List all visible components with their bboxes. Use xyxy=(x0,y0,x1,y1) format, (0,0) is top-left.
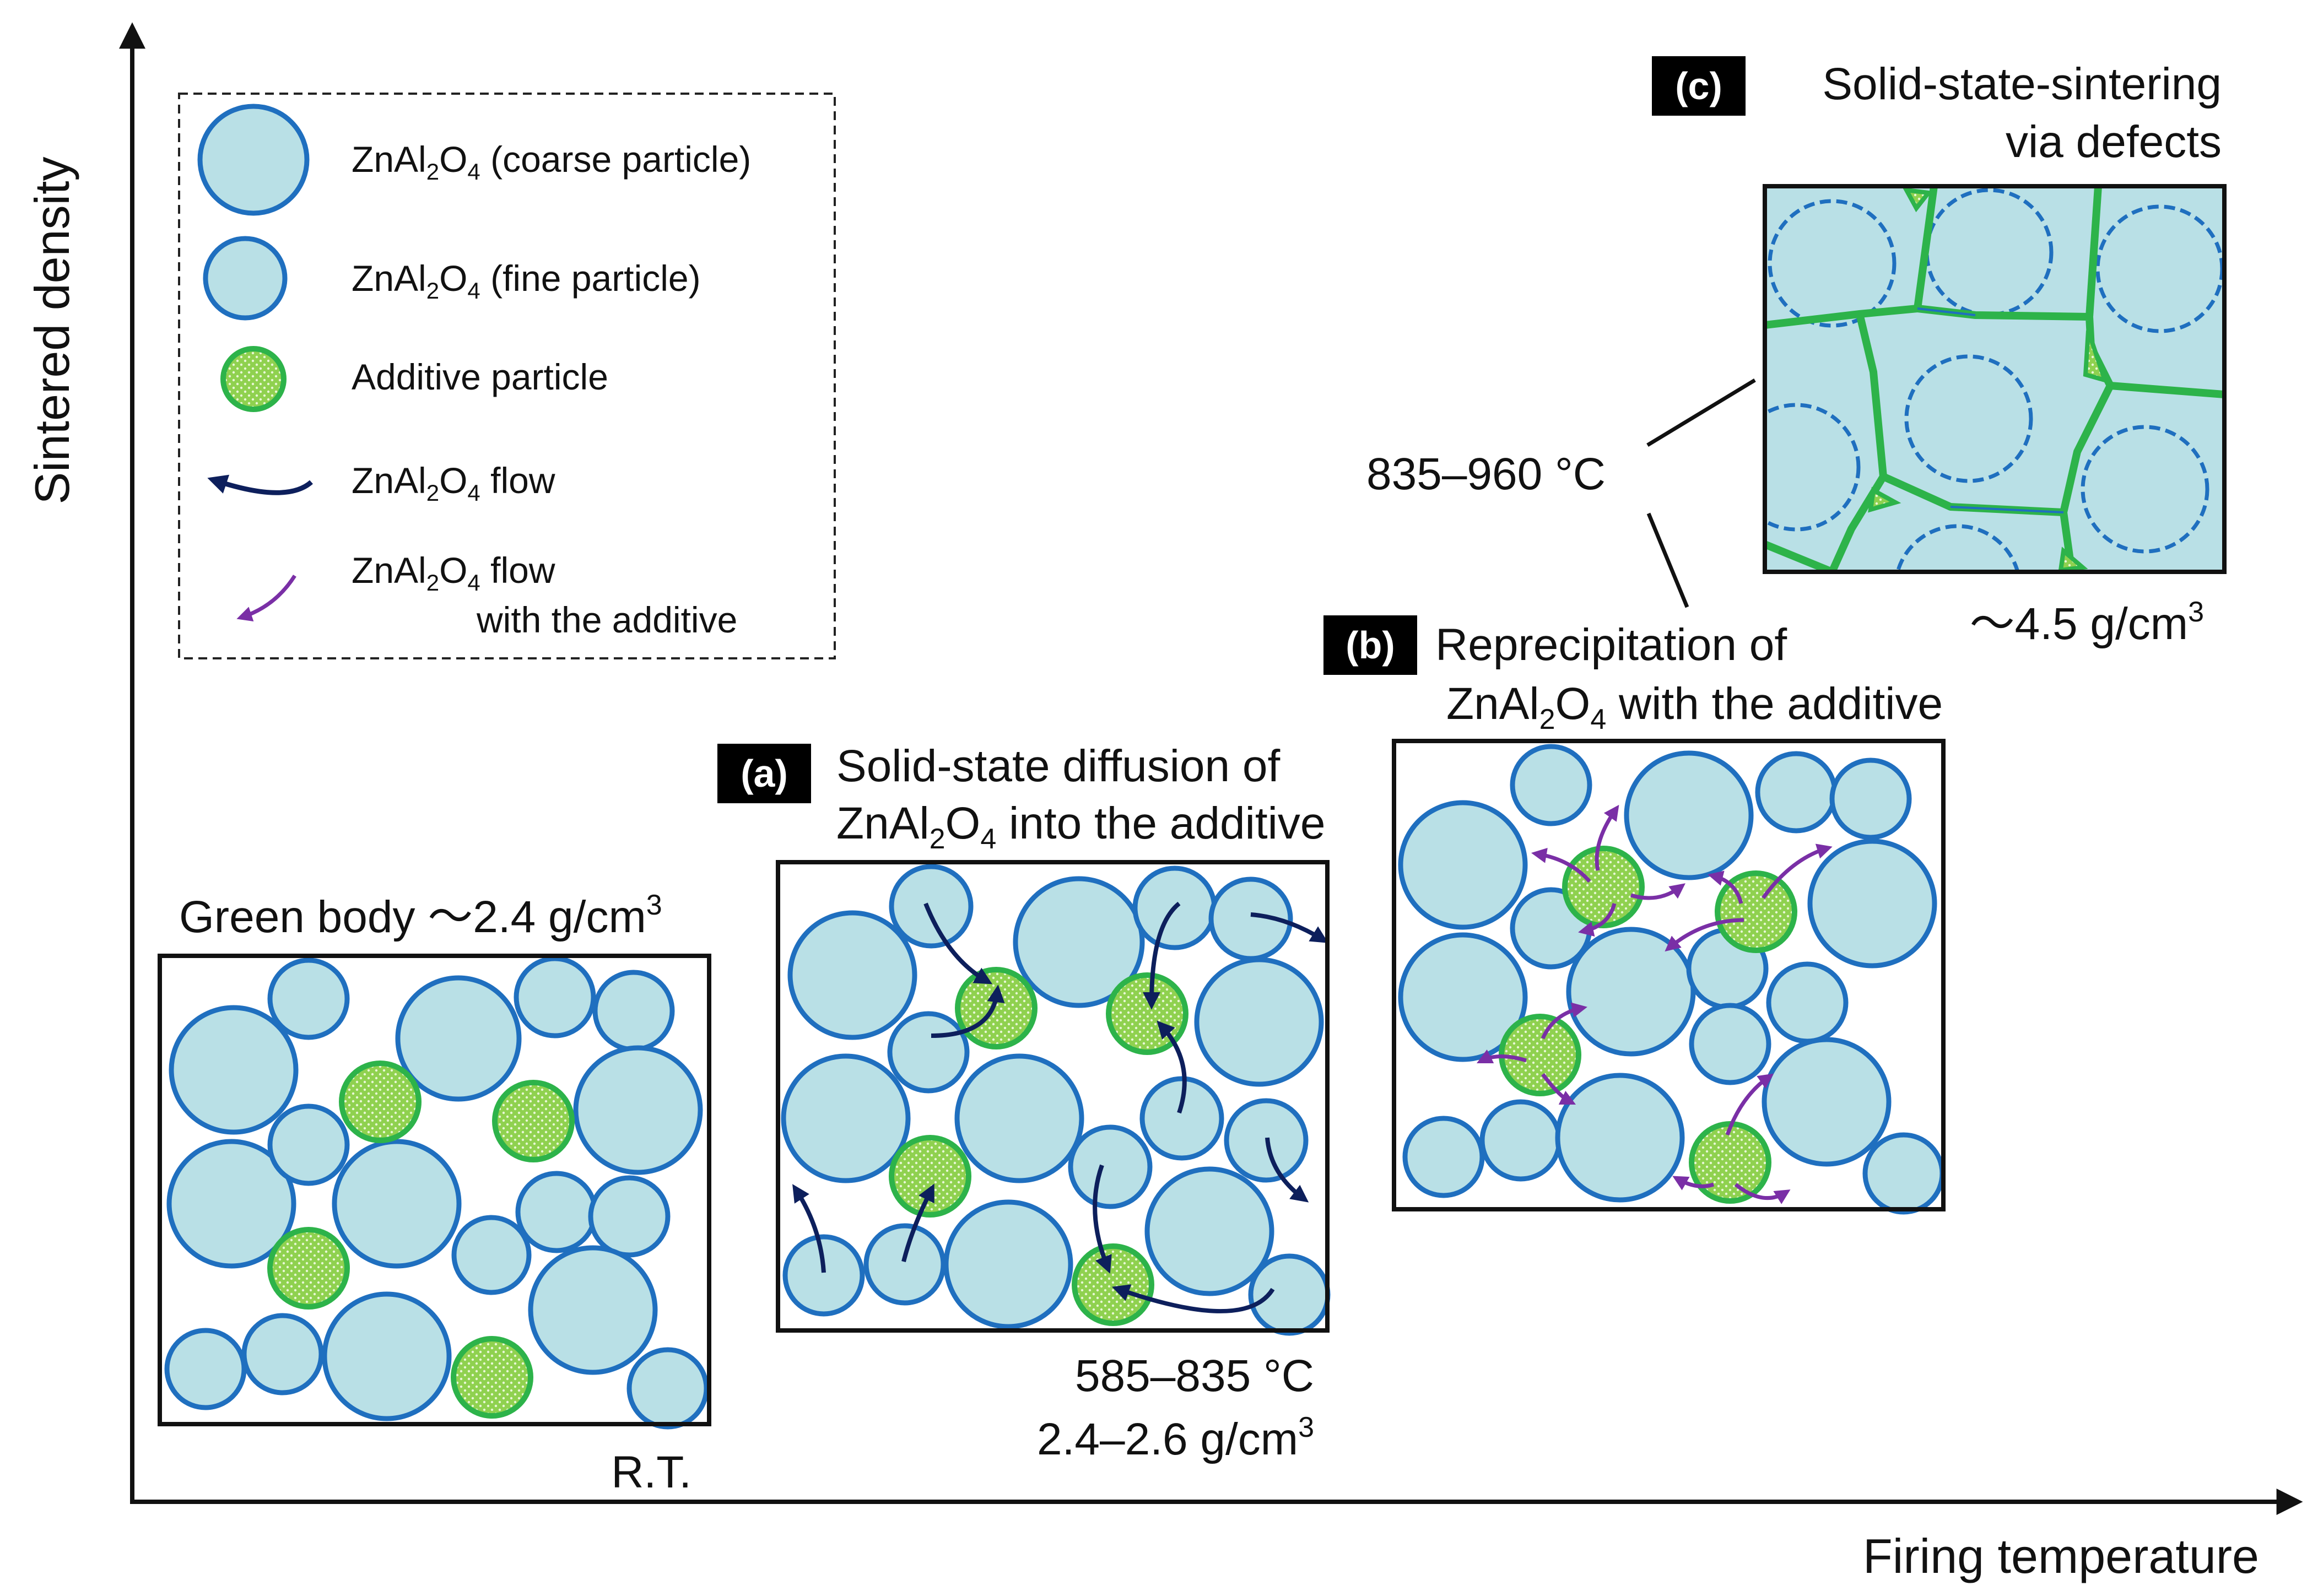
legend-flow-additive-label: ZnAl2O4 flow xyxy=(352,550,555,596)
legend-additive-label: Additive particle xyxy=(352,356,608,397)
legend-frame xyxy=(178,93,836,659)
panel-c-thin-boundaries xyxy=(1917,307,2064,513)
y-axis-title: Sintered density xyxy=(25,156,79,504)
panel-c-background xyxy=(1765,186,2224,572)
panel-bc-temp: 835–960 °C xyxy=(1366,449,1606,499)
badge-b-label: (b) xyxy=(1346,624,1395,667)
panel-c: (c) Solid-state-sintering via defects xyxy=(1652,56,2227,649)
panel-a: (a) Solid-state diffusion of ZnAl2O4 int… xyxy=(717,741,1331,1464)
legend-fine-particle-icon xyxy=(203,236,288,321)
panel-a-temp: 585–835 °C xyxy=(1075,1351,1314,1401)
panel-c-frame xyxy=(1763,184,2227,574)
green-body-additives xyxy=(267,1061,575,1419)
panel-a-frame xyxy=(776,860,1330,1333)
legend-additive-particle-icon xyxy=(220,346,287,412)
panel-b-flow-arrows xyxy=(1476,804,1833,1204)
green-body-particles xyxy=(164,956,709,1430)
badge-a xyxy=(717,744,811,803)
panel-b-title-line1: Reprecipitation of xyxy=(1435,620,1787,670)
legend-flow-arrow-icon xyxy=(207,474,313,495)
green-body-temp: R.T. xyxy=(611,1447,691,1497)
panel-b-frame xyxy=(1392,739,1946,1211)
axes: Sintered density Firing temperature xyxy=(25,22,2303,1583)
panel-b: (b) Reprecipitation of ZnAl2O4 with the … xyxy=(1323,615,1946,1215)
panel-green-body: Green body ～2.4 g/cm3 R. xyxy=(158,889,711,1497)
panel-a-title-line2: ZnAl2O4 into the additive xyxy=(836,798,1325,855)
panel-a-particles xyxy=(781,864,1331,1336)
panel-c-additive-pockets xyxy=(1868,187,2109,572)
panel-b-particles xyxy=(1398,744,1945,1215)
leader-line-to-c xyxy=(1646,378,1756,447)
green-body-frame xyxy=(158,954,711,1426)
badge-a-label: (a) xyxy=(741,752,788,795)
legend-flow-label: ZnAl2O4 flow xyxy=(352,460,555,506)
panel-a-title-line1: Solid-state diffusion of xyxy=(836,741,1281,791)
bc-temperature-callout: 835–960 °C xyxy=(1366,378,1756,608)
panel-a-flow-arrows xyxy=(792,901,1328,1313)
legend: ZnAl2O4 (coarse particle) ZnAl2O4 (fine … xyxy=(178,93,836,659)
legend-fine-label: ZnAl2O4 (fine particle) xyxy=(352,258,701,304)
legend-flow-additive-arrow-icon xyxy=(236,575,296,621)
green-body-title: Green body ～2.4 g/cm3 xyxy=(179,889,662,942)
legend-flow-additive-label-line2: with the additive xyxy=(476,599,737,640)
panel-c-density: ～4.5 g/cm3 xyxy=(1970,596,2204,649)
panel-a-density: 2.4–2.6 g/cm3 xyxy=(1037,1411,1314,1464)
leader-line-to-b xyxy=(1646,512,1689,608)
legend-coarse-particle-icon xyxy=(197,104,310,216)
panel-c-title-line2: via defects xyxy=(2006,117,2222,167)
legend-coarse-label: ZnAl2O4 (coarse particle) xyxy=(352,139,751,185)
badge-c-label: (c) xyxy=(1675,64,1722,107)
badge-b xyxy=(1323,615,1417,675)
panel-b-title-line2: ZnAl2O4 with the additive xyxy=(1446,679,1943,735)
badge-c xyxy=(1652,56,1746,116)
x-axis-title: Firing temperature xyxy=(1863,1529,2259,1583)
panel-c-title-line1: Solid-state-sintering xyxy=(1822,59,2222,109)
